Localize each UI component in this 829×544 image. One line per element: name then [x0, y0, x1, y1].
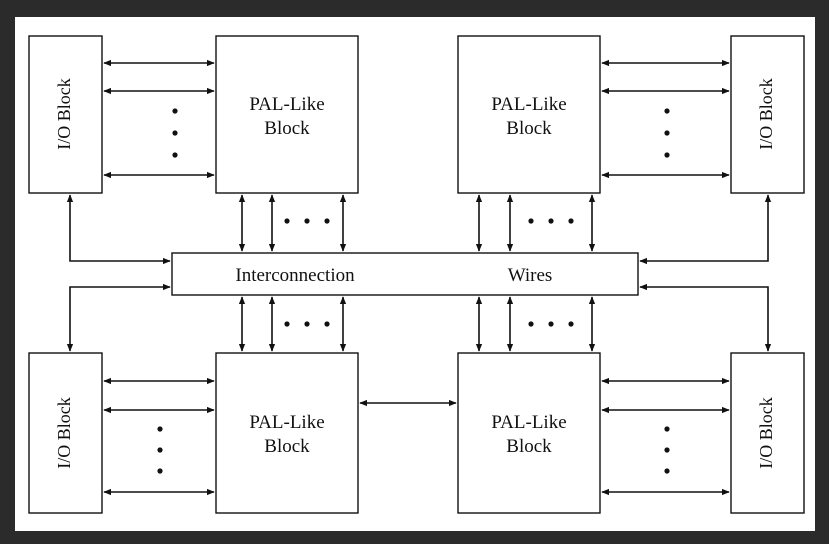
ellipsis-dot [284, 218, 290, 224]
ellipsis-dot [548, 218, 554, 224]
pal-block-label-line1: PAL-Like [491, 412, 566, 433]
pal-interconnect-arrows-top-right [475, 194, 596, 252]
io-interconnect-arrow-top-left [66, 194, 171, 265]
pal-block-label-line2: Block [264, 436, 310, 457]
io-pal-arrows-top-right [601, 59, 730, 179]
pal-interconnect-arrows-bottom-left [238, 296, 347, 352]
ellipsis-dot [157, 468, 163, 474]
io-interconnect-arrow-top-right [639, 194, 772, 265]
pal-interconnect-arrows-bottom-right [475, 296, 596, 352]
pal-block-label-line1: PAL-Like [249, 412, 324, 433]
io-block-bottom-left: I/O Block [28, 352, 103, 514]
pal-block-label-line2: Block [264, 118, 310, 139]
ellipsis-dot [528, 321, 534, 327]
ellipsis-dot [664, 152, 670, 158]
ellipsis-dot [172, 108, 178, 114]
interconnection-label: Interconnection [235, 265, 355, 286]
ellipsis-dot [157, 426, 163, 432]
ellipsis-dot [548, 321, 554, 327]
pal-block-label-line2: Block [506, 118, 552, 139]
io-pal-arrows-top-left [103, 59, 215, 179]
ellipsis-dot [664, 130, 670, 136]
io-block-top-right: I/O Block [730, 35, 805, 194]
io-pal-arrows-bottom-left [103, 377, 215, 496]
ellipsis-dot [172, 130, 178, 136]
pal-block-label-line1: PAL-Like [491, 94, 566, 115]
io-block-label: I/O Block [756, 78, 776, 150]
pal-block-top-right: PAL-Like Block [457, 35, 601, 194]
ellipsis-dot [284, 321, 290, 327]
ellipsis-dot [568, 321, 574, 327]
pal-block-bottom-right: PAL-Like Block [457, 352, 601, 514]
ellipsis-dot [664, 447, 670, 453]
ellipsis-dot [528, 218, 534, 224]
io-pal-arrows-bottom-right [601, 377, 730, 496]
ellipsis-dot [664, 468, 670, 474]
pal-block-label-line2: Block [506, 436, 552, 457]
ellipsis-dot [304, 218, 310, 224]
ellipsis-dot [324, 218, 330, 224]
ellipsis-dot [172, 152, 178, 158]
pal-block-bottom-left: PAL-Like Block [215, 352, 359, 514]
ellipsis-dot [664, 108, 670, 114]
pal-block-label-line1: PAL-Like [249, 94, 324, 115]
io-block-bottom-right: I/O Block [730, 352, 805, 514]
pal-interconnect-arrows-top-left [238, 194, 347, 252]
io-block-label: I/O Block [54, 397, 74, 469]
io-interconnect-arrow-bottom-left [66, 283, 171, 352]
wires-label: Wires [508, 265, 553, 286]
ellipsis-dot [157, 447, 163, 453]
ellipsis-dot [304, 321, 310, 327]
io-block-label: I/O Block [756, 397, 776, 469]
ellipsis-dot [568, 218, 574, 224]
interconnection-wires-bar: Interconnection Wires [171, 252, 639, 296]
ellipsis-dot [664, 426, 670, 432]
pal-block-top-left: PAL-Like Block [215, 35, 359, 194]
io-block-top-left: I/O Block [28, 35, 103, 194]
io-block-label: I/O Block [54, 78, 74, 150]
io-interconnect-arrow-bottom-right [639, 283, 772, 352]
ellipsis-dot [324, 321, 330, 327]
